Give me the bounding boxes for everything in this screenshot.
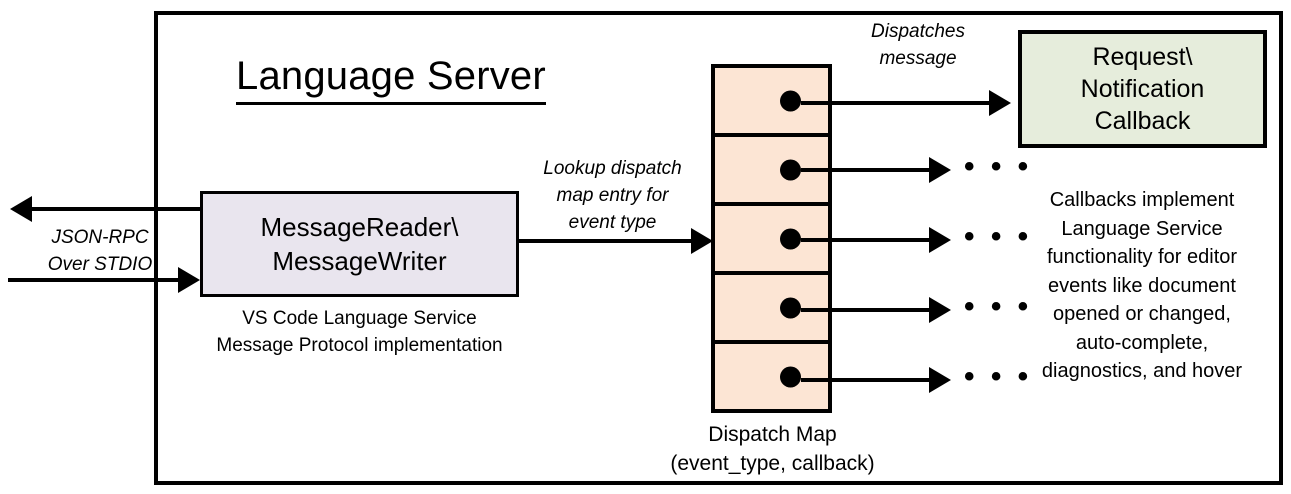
- callback-desc-line-6: auto-complete,: [1075, 331, 1209, 354]
- callback-desc-line-1: Callbacks implement: [1049, 189, 1235, 211]
- callback-pointer-dot: [780, 90, 801, 111]
- dispatches-label-line-2: message: [879, 48, 957, 69]
- dispatch-row-5-line: [801, 378, 931, 382]
- dispatch-map-row[interactable]: [715, 275, 828, 344]
- lookup-arrow-line: [519, 239, 695, 243]
- dispatch-map-caption-line-2: (event_type, callback): [670, 452, 875, 475]
- dispatch-map-row[interactable]: [715, 206, 828, 275]
- language-server-boundary: [154, 11, 1283, 485]
- lookup-dispatch-label: Lookup dispatch map entry for event type: [520, 155, 705, 236]
- dispatch-row-4-arrowhead: [929, 297, 951, 323]
- dispatch-map-caption: Dispatch Map (event_type, callback): [640, 420, 905, 478]
- dispatch-row-3-arrowhead: [929, 227, 951, 253]
- dispatch-row-1-line: [801, 101, 991, 105]
- lookup-label-line-2: map entry for: [556, 185, 669, 206]
- message-io-line-1: MessageReader\: [260, 212, 459, 242]
- callback-desc-line-4: events like document: [1048, 274, 1236, 297]
- message-reader-writer-box[interactable]: MessageReader\ MessageWriter: [200, 191, 519, 297]
- dispatch-row-1-arrowhead: [989, 90, 1011, 116]
- dispatches-label-line-1: Dispatches: [871, 21, 965, 42]
- dispatch-map-row[interactable]: [715, 137, 828, 206]
- callback-box-line-1: Request\: [1092, 43, 1193, 71]
- callback-box-line-3: Callback: [1094, 107, 1191, 135]
- dispatch-row-2-arrowhead: [929, 157, 951, 183]
- dispatch-map-row[interactable]: [715, 68, 828, 137]
- diagram-title: Language Server: [236, 52, 546, 105]
- inbound-transport-line: [8, 278, 180, 282]
- transport-protocol-label: JSON-RPC Over STDIO: [30, 224, 170, 278]
- callback-description: Callbacks implement Language Service fun…: [1008, 186, 1276, 386]
- message-io-caption-line-1: VS Code Language Service: [242, 308, 477, 329]
- transport-label-line-2: Over STDIO: [47, 254, 153, 275]
- callback-pointer-dot: [780, 297, 801, 318]
- dispatch-map-row[interactable]: [715, 344, 828, 409]
- lookup-label-line-1: Lookup dispatch: [543, 158, 682, 179]
- lookup-label-line-3: event type: [568, 212, 657, 233]
- outbound-transport-line: [32, 207, 204, 211]
- callback-pointer-dot: [780, 159, 801, 180]
- message-reader-writer-caption: VS Code Language Service Message Protoco…: [200, 305, 519, 359]
- callback-box-line-2: Notification: [1080, 75, 1205, 103]
- dispatch-map-caption-line-1: Dispatch Map: [708, 423, 837, 446]
- callback-pointer-dot: [780, 228, 801, 249]
- message-io-line-2: MessageWriter: [272, 246, 447, 276]
- callback-desc-line-7: diagnostics, and hover: [1041, 360, 1243, 382]
- dispatches-message-label: Dispatches message: [838, 18, 998, 72]
- callback-desc-line-5: opened or changed,: [1053, 303, 1231, 325]
- dispatch-row-5-arrowhead: [929, 367, 951, 393]
- dispatch-row-3-line: [801, 238, 931, 242]
- inbound-transport-arrowhead: [178, 267, 200, 293]
- callback-pointer-dot: [780, 366, 801, 387]
- message-io-caption-line-2: Message Protocol implementation: [216, 335, 503, 356]
- dispatch-row-4-line: [801, 308, 931, 312]
- lookup-arrow-head: [691, 228, 713, 254]
- callback-desc-line-2: Language Service: [1061, 217, 1223, 240]
- dispatch-row-2-line: [801, 168, 931, 172]
- request-notification-callback-box[interactable]: Request\ Notification Callback: [1018, 30, 1267, 148]
- transport-label-line-1: JSON-RPC: [51, 227, 149, 248]
- outbound-transport-arrowhead: [10, 196, 32, 222]
- dispatch-row-2-ellipsis: • • •: [964, 150, 1033, 183]
- callback-desc-line-3: functionality for editor: [1046, 246, 1238, 268]
